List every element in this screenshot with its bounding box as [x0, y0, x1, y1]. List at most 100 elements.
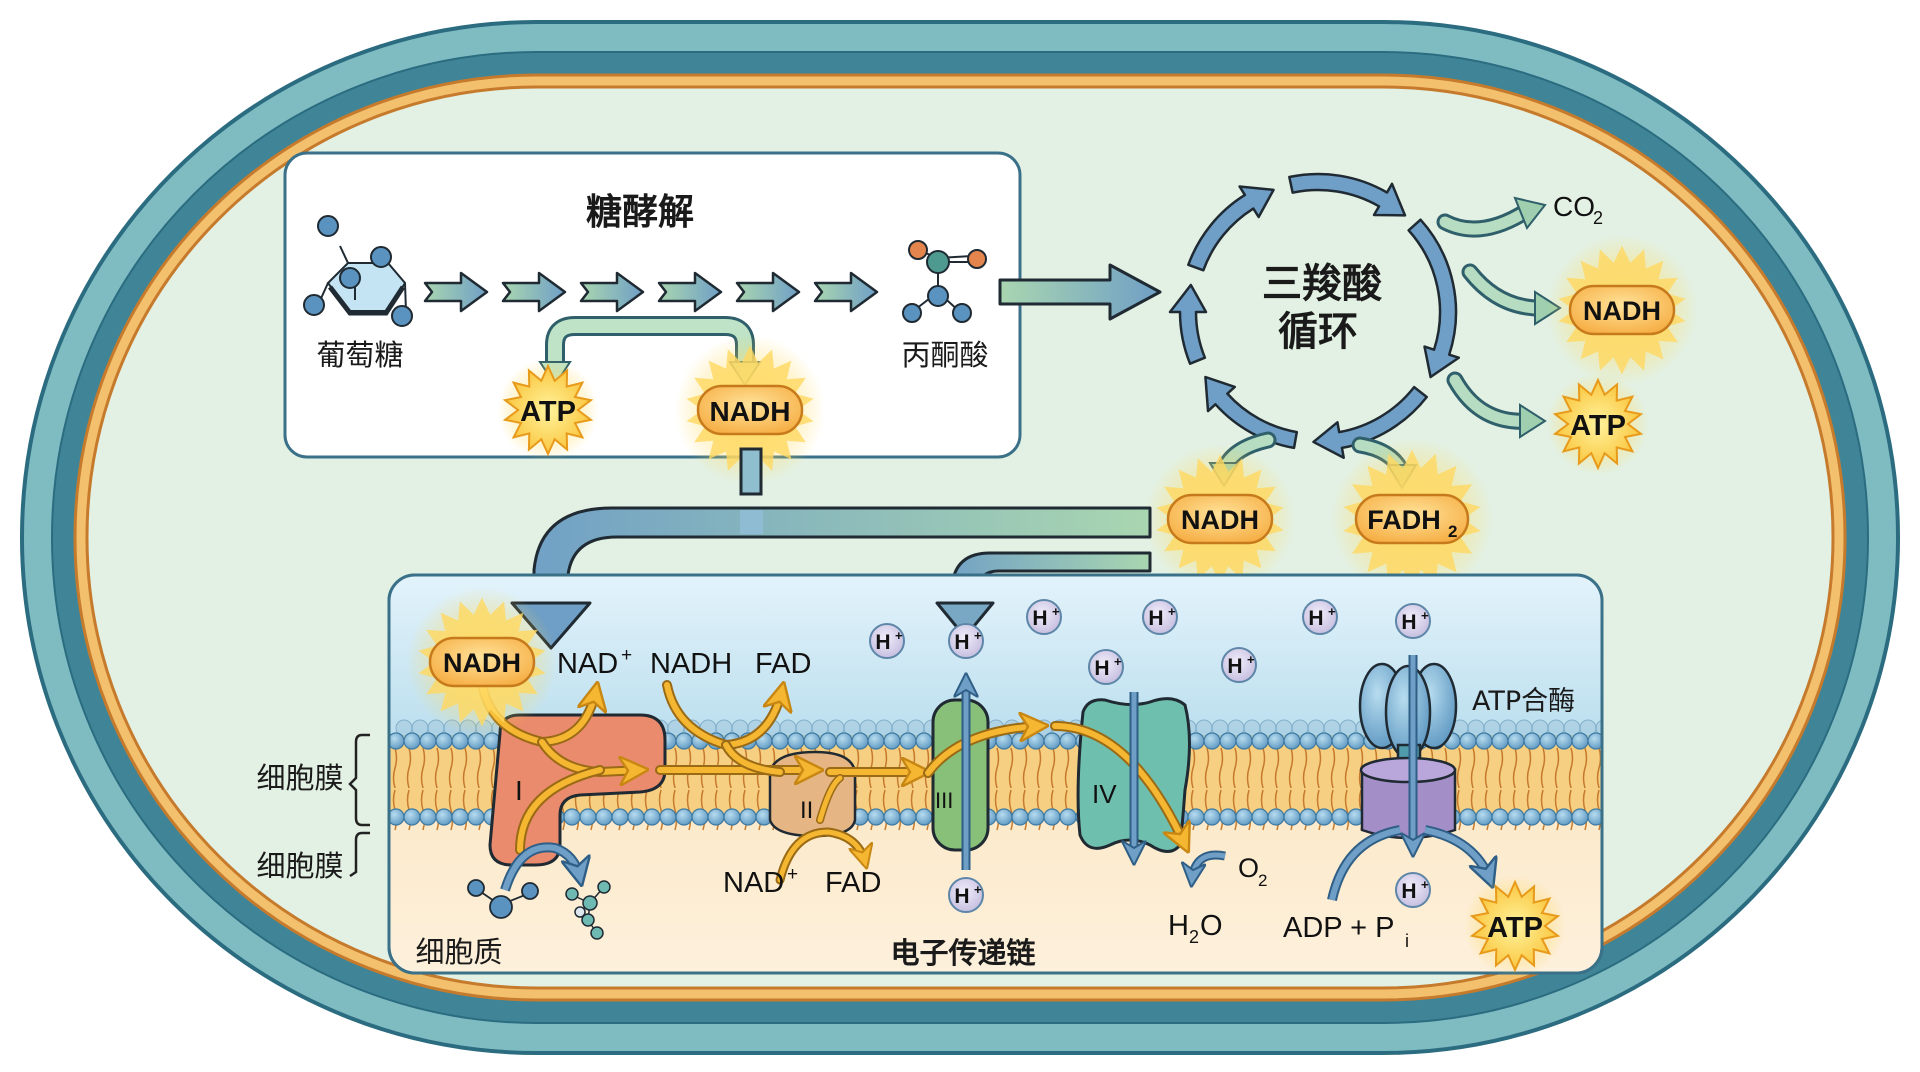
svg-text:+: +	[1168, 604, 1176, 619]
membrane-label-2: 细胞膜	[256, 849, 343, 883]
tca-cycle-arrow	[1407, 218, 1461, 379]
glycolysis-step-arrow	[579, 271, 645, 313]
electron-transport-chain-panel: 细胞膜 细胞膜 I II III IV ATP合酶	[256, 573, 1604, 977]
svg-text:H: H	[875, 631, 890, 654]
badge-pill	[696, 384, 804, 436]
complex-iii-label: III	[935, 788, 953, 813]
glycolysis-title: 糖酵解	[586, 192, 694, 233]
cytoplasm-label: 细胞质	[415, 935, 502, 969]
proton-h-plus: H+	[1026, 599, 1062, 635]
glycolysis-panel: 糖酵解 葡萄糖	[283, 151, 1022, 485]
svg-text:2: 2	[1593, 208, 1603, 228]
glycolysis-step-arrow	[735, 271, 801, 313]
tca-fadh2-badge: FADH 2	[1331, 438, 1493, 600]
proton-h-plus: H+	[1088, 649, 1124, 685]
svg-text:+: +	[1421, 877, 1429, 892]
tca-cycle	[1168, 172, 1461, 460]
water-label: H 2 O	[1168, 910, 1223, 947]
proton-h-plus: H+	[1395, 872, 1431, 908]
co2-label: CO 2	[1553, 191, 1603, 228]
svg-text:+: +	[1328, 604, 1336, 619]
bottom-fad-label: FAD	[825, 867, 881, 899]
starburst-icon	[502, 363, 594, 457]
tca-cycle-arrow	[1312, 385, 1428, 460]
pyruvate-label: 丙酮酸	[901, 338, 988, 372]
top-nadh-label: NADH	[650, 648, 732, 680]
tca-cycle-arrow	[1168, 283, 1208, 365]
svg-text:H: H	[954, 885, 969, 908]
glycolysis-nadh-badge: NADH	[675, 335, 825, 485]
svg-text:H: H	[1032, 607, 1047, 630]
starburst-icon	[1469, 879, 1561, 973]
glycolysis-steps	[423, 271, 879, 313]
complex-iv-label: IV	[1092, 779, 1117, 809]
proton-h-plus: H+	[869, 623, 905, 659]
membrane-bracket-1	[348, 733, 370, 827]
proton-h-plus: H+	[1302, 599, 1338, 635]
electron-flow-arrows	[478, 685, 1185, 885]
bottom-nad-plus-label: NAD +	[723, 864, 798, 899]
svg-text:H: H	[1094, 657, 1109, 680]
svg-text:H: H	[1401, 611, 1416, 634]
glycolysis-atp-badge: ATP	[497, 359, 599, 461]
svg-text:FADH: FADH	[1367, 505, 1441, 535]
pyruvate-molecule-icon	[902, 240, 987, 323]
badge-pill	[428, 636, 536, 688]
svg-text:+: +	[1114, 654, 1122, 669]
oxygen-label: O 2	[1238, 853, 1267, 890]
atp-label: ATP	[520, 396, 576, 428]
svg-text:NADH: NADH	[443, 648, 521, 678]
svg-text:+: +	[1052, 604, 1060, 619]
proton-h-plus: H+	[948, 623, 984, 659]
svg-text:H: H	[1148, 607, 1163, 630]
svg-text:H: H	[1401, 880, 1416, 903]
protons: H+H+H+H+H+H+H+H+H+H+	[869, 599, 1431, 913]
svg-text:H: H	[1227, 655, 1242, 678]
glycolysis-step-arrow	[501, 271, 567, 313]
proton-h-plus: H+	[948, 877, 984, 913]
svg-text:CO: CO	[1553, 191, 1595, 222]
svg-text:H: H	[954, 631, 969, 654]
svg-text:ADP + P: ADP + P	[1283, 912, 1395, 944]
tca-cycle-arrow	[1187, 185, 1275, 272]
svg-text:+: +	[974, 628, 982, 643]
atp-synthase-icon	[1358, 662, 1458, 840]
product-molecule-icon	[565, 880, 611, 940]
complex-i-label: I	[515, 775, 523, 806]
glucose-molecule-icon	[303, 215, 413, 327]
svg-text:O: O	[1200, 910, 1223, 942]
tca-title-line1: 三羧酸	[1262, 261, 1383, 307]
proton-h-plus: H+	[1221, 647, 1257, 683]
substrate-molecule-icon	[467, 879, 539, 919]
proton-h-plus: H+	[1142, 599, 1178, 635]
svg-text:2: 2	[1258, 871, 1267, 890]
proton-h-plus: H+	[1395, 603, 1431, 639]
tca-nadh-right-badge: NADH	[1547, 235, 1697, 385]
svg-text:2: 2	[1448, 522, 1457, 541]
atp-synthase-label: ATP合酶	[1472, 686, 1575, 717]
glucose-label: 葡萄糖	[316, 338, 403, 372]
glycolysis-nadh-stem	[739, 447, 763, 496]
svg-text:NAD: NAD	[723, 867, 784, 899]
etc-atp-output-badge: ATP	[1464, 875, 1566, 977]
svg-text:+: +	[621, 645, 632, 666]
tca-cycle-arrow	[1288, 172, 1407, 217]
svg-text:2: 2	[1189, 927, 1199, 947]
badge-pill	[1354, 493, 1470, 545]
tca-title-line2: 循环	[1278, 309, 1358, 355]
badge-pill	[1568, 284, 1676, 336]
membrane-label-1: 细胞膜	[256, 761, 343, 795]
glycolysis-step-arrow	[813, 271, 879, 313]
svg-text:+: +	[1421, 608, 1429, 623]
svg-text:+: +	[974, 882, 982, 897]
svg-text:H: H	[1308, 607, 1323, 630]
svg-text:ATP: ATP	[1487, 912, 1543, 944]
svg-text:O: O	[1238, 853, 1259, 883]
top-fad-label: FAD	[755, 648, 811, 680]
adp-pi-label: ADP + P i	[1283, 912, 1409, 951]
proton-flow-arrows	[500, 655, 1490, 902]
svg-text:ATP: ATP	[1570, 410, 1626, 442]
svg-text:+: +	[1247, 652, 1255, 667]
complex-iii-icon	[931, 698, 990, 852]
